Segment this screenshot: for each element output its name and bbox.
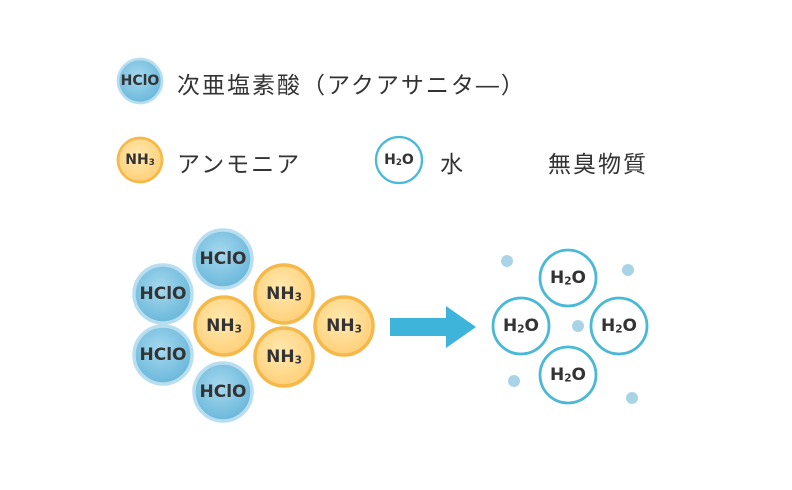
- product-h2o-molecule-label: H2O: [550, 365, 586, 385]
- product-h2o-molecule: H2O: [491, 296, 551, 356]
- legend-nh3-row: アンモニア: [177, 145, 301, 179]
- legend-h2o-icon: H2O: [374, 135, 424, 185]
- reactant-hclo-molecule-label: HClO: [140, 284, 187, 304]
- legend-nh3-label: アンモニア: [177, 152, 302, 178]
- odorless-dot: [626, 392, 638, 404]
- reactant-hclo-molecule: HClO: [132, 263, 194, 325]
- product-cluster: H2O H2O H2O H2O: [491, 248, 649, 405]
- product-h2o-molecule: H2O: [538, 248, 598, 308]
- product-h2o-molecule: H2O: [538, 345, 598, 405]
- legend-hclo-molecule-label: HClO: [121, 73, 160, 89]
- legend-h2o-molecule: H2O: [374, 135, 424, 185]
- legend-hclo-molecule: HClO: [116, 57, 164, 105]
- legend-h2o-molecule-label: H2O: [384, 152, 414, 168]
- product-h2o-molecule: H2O: [589, 296, 649, 356]
- legend-nh3-molecule: NH3: [116, 136, 164, 184]
- reactant-nh3-molecule-label: NH3: [326, 316, 362, 336]
- reactant-hclo-molecule: HClO: [132, 324, 194, 386]
- odorless-dot: [501, 255, 513, 267]
- legend-h2o-row: 水: [440, 145, 465, 179]
- reactant-nh3-molecule: NH3: [253, 326, 315, 388]
- product-h2o-molecule-label: H2O: [550, 268, 586, 288]
- reactant-nh3-molecule-label: NH3: [266, 284, 302, 304]
- reactant-nh3-molecule: NH3: [253, 263, 315, 325]
- reactant-hclo-molecule: HClO: [192, 228, 254, 290]
- legend-hclo-icon: HClO: [116, 57, 164, 105]
- odorless-dot: [622, 264, 634, 276]
- legend-nh3-molecule-label: NH3: [125, 152, 154, 168]
- product-h2o-molecule-label: H2O: [601, 316, 637, 336]
- reactant-hclo-molecule-label: HClO: [200, 249, 247, 269]
- legend-hclo-label: 次亜塩素酸（アクアサニタ―）: [177, 73, 526, 99]
- reactant-hclo-molecule: HClO: [192, 361, 254, 423]
- legend-h2o-label: 水: [440, 152, 465, 178]
- legend-hclo-row: 次亜塩素酸（アクアサニタ―）: [177, 66, 526, 100]
- reactant-hclo-molecule-label: HClO: [200, 382, 247, 402]
- legend-odorless-label: 無臭物質: [548, 152, 648, 178]
- legend-nh3-icon: NH3: [116, 136, 164, 184]
- reactant-nh3-molecule-label: NH3: [206, 316, 242, 336]
- reactant-nh3-molecule-label: NH3: [266, 347, 302, 367]
- reactant-nh3-molecule: NH3: [313, 295, 375, 357]
- odorless-dots: [501, 255, 638, 404]
- reactant-nh3-molecule: NH3: [193, 295, 255, 357]
- product-h2o-molecule-label: H2O: [503, 316, 539, 336]
- odorless-dot: [572, 320, 584, 332]
- legend-odorless-row: 無臭物質: [548, 145, 648, 179]
- reaction-arrow-icon: [390, 306, 476, 348]
- reactant-hclo-molecule-label: HClO: [140, 345, 187, 365]
- odorless-dot: [508, 375, 520, 387]
